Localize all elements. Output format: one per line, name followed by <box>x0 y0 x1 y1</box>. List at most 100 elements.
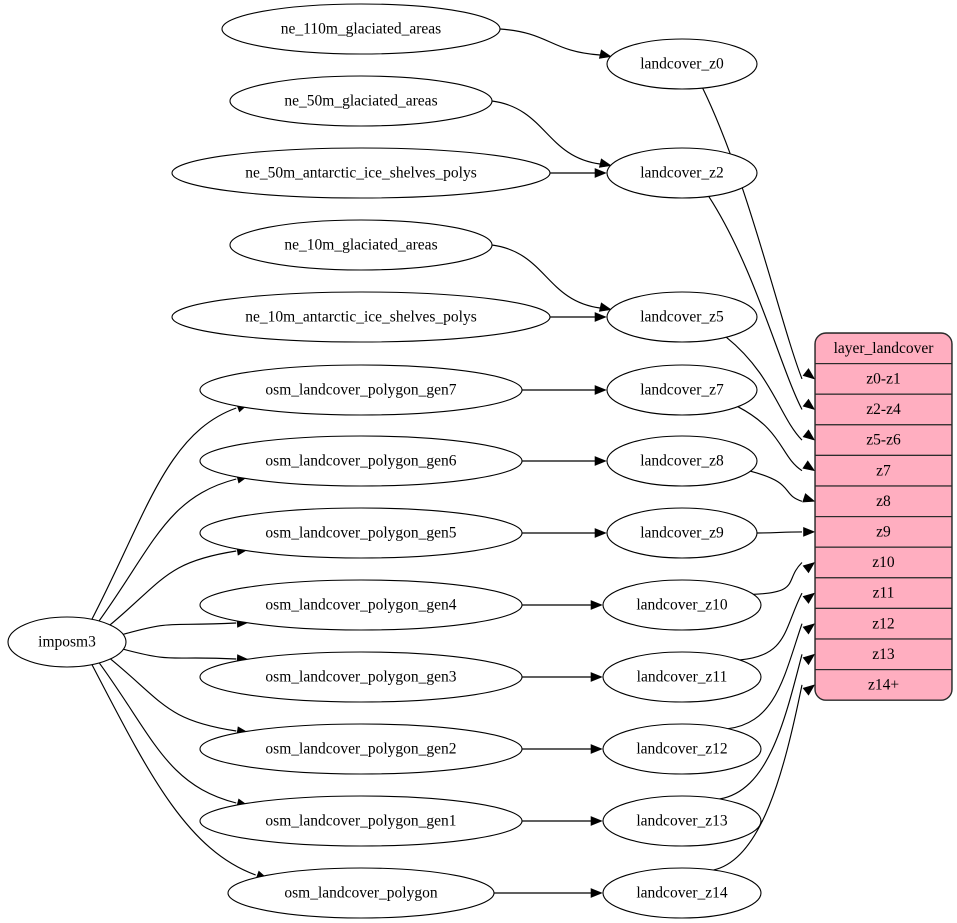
node-ellipse-landcover_z7 <box>606 364 758 416</box>
table-row[interactable]: z8 <box>815 485 952 518</box>
table-row[interactable]: z2-z4 <box>815 393 952 426</box>
table-row[interactable]: z11 <box>815 577 952 609</box>
node-osm_landcover_polygon_gen7[interactable]: osm_landcover_polygon_gen7 <box>199 364 523 416</box>
edge-imposm3-to-osm_landcover_polygon_gen2 <box>108 657 237 732</box>
node-ellipse-ne_10m_antarctic_ice_shelves_polys <box>171 291 551 343</box>
node-label-osm_landcover_polygon_gen7: osm_landcover_polygon_gen7 <box>265 382 456 399</box>
node-osm_landcover_polygon_gen5[interactable]: osm_landcover_polygon_gen5 <box>199 507 523 559</box>
node-ellipse-landcover_z12 <box>602 723 762 775</box>
edge-imposm3-to-osm_landcover_polygon_gen7 <box>90 407 237 621</box>
node-ne_10m_glaciated_areas[interactable]: ne_10m_glaciated_areas <box>229 219 493 271</box>
table-row[interactable]: z9 <box>815 515 952 548</box>
node-label-ne_10m_glaciated_areas: ne_10m_glaciated_areas <box>284 237 437 254</box>
edge-imposm3-to-osm_landcover_polygon <box>90 663 256 876</box>
node-ne_50m_glaciated_areas[interactable]: ne_50m_glaciated_areas <box>229 75 493 127</box>
edge-imposm3-to-osm_landcover_polygon_gen6 <box>97 478 237 623</box>
arrowhead-row-1 <box>802 398 816 410</box>
table-row[interactable]: z13 <box>815 638 952 671</box>
node-label-landcover_z10: landcover_z10 <box>636 597 727 614</box>
arrowhead-row-5 <box>803 527 816 537</box>
arrowhead-row-8 <box>802 623 816 635</box>
node-osm_landcover_polygon[interactable]: osm_landcover_polygon <box>227 867 495 919</box>
node-landcover_z11[interactable]: landcover_z11 <box>602 651 762 703</box>
arrowhead-row-4 <box>802 493 816 503</box>
table-row-label-z13: z13 <box>872 646 895 663</box>
node-imposm3[interactable]: imposm3 <box>7 616 127 668</box>
node-label-landcover_z0: landcover_z0 <box>640 56 724 73</box>
node-ellipse-ne_10m_glaciated_areas <box>229 219 493 271</box>
table-row[interactable]: z5-z6 <box>815 424 952 456</box>
node-ellipse-landcover_z2 <box>606 147 758 199</box>
node-landcover_z9[interactable]: landcover_z9 <box>606 507 758 559</box>
edge-landcover_z14-to-row-10 <box>713 684 803 871</box>
node-label-landcover_z11: landcover_z11 <box>637 669 728 686</box>
arrowhead-row-9 <box>802 653 816 666</box>
arrowhead-landcover_z7 <box>594 385 607 395</box>
arrowhead-row-0 <box>802 368 816 380</box>
node-landcover_z10[interactable]: landcover_z10 <box>602 579 762 631</box>
edge-landcover_z12-to-row-8 <box>728 623 803 730</box>
node-ne_110m_glaciated_areas[interactable]: ne_110m_glaciated_areas <box>221 3 501 55</box>
edge-landcover_z5-to-row-2 <box>725 336 803 441</box>
node-osm_landcover_polygon_gen3[interactable]: osm_landcover_polygon_gen3 <box>199 651 523 703</box>
node-osm_landcover_polygon_gen4[interactable]: osm_landcover_polygon_gen4 <box>199 579 523 631</box>
table-row-rect-z2-z4 <box>815 393 952 426</box>
table-row-label-z11: z11 <box>873 585 895 602</box>
table-row[interactable]: z0-z1 <box>815 363 952 395</box>
edges-layer <box>90 28 816 898</box>
arrowhead-landcover_z13 <box>590 816 603 826</box>
node-landcover_z5[interactable]: landcover_z5 <box>606 291 758 343</box>
node-ellipse-landcover_z5 <box>606 291 758 343</box>
edge-landcover_z2-to-row-1 <box>708 196 803 410</box>
node-label-ne_10m_antarctic_ice_shelves_polys: ne_10m_antarctic_ice_shelves_polys <box>245 309 477 326</box>
node-landcover_z8[interactable]: landcover_z8 <box>606 435 758 487</box>
edge-ne_110m_glaciated_areas-to-landcover_z0 <box>499 28 601 56</box>
node-ne_10m_antarctic_ice_shelves_polys[interactable]: ne_10m_antarctic_ice_shelves_polys <box>171 291 551 343</box>
node-ellipse-osm_landcover_polygon_gen4 <box>199 579 523 631</box>
table-row-label-z10: z10 <box>872 554 895 571</box>
node-ne_50m_antarctic_ice_shelves_polys[interactable]: ne_50m_antarctic_ice_shelves_polys <box>171 147 551 199</box>
table-row-rect-z0-z1 <box>815 363 952 395</box>
node-label-landcover_z7: landcover_z7 <box>640 382 724 399</box>
node-landcover_z0[interactable]: landcover_z0 <box>606 38 758 90</box>
arrowhead-landcover_z8 <box>594 456 607 466</box>
node-ellipse-landcover_z8 <box>606 435 758 487</box>
table-row[interactable]: z12 <box>815 607 952 640</box>
edge-landcover_z13-to-row-9 <box>719 654 803 800</box>
table-header-label: layer_landcover <box>834 340 935 357</box>
table-row[interactable]: z7 <box>815 454 952 487</box>
node-ellipse-osm_landcover_polygon_gen1 <box>199 795 523 847</box>
node-label-landcover_z9: landcover_z9 <box>640 525 724 542</box>
node-label-osm_landcover_polygon: osm_landcover_polygon <box>284 885 438 902</box>
node-label-osm_landcover_polygon_gen3: osm_landcover_polygon_gen3 <box>265 669 456 686</box>
table-row[interactable]: z10 <box>815 546 952 579</box>
node-osm_landcover_polygon_gen1[interactable]: osm_landcover_polygon_gen1 <box>199 795 523 847</box>
node-ellipse-landcover_z0 <box>606 38 758 90</box>
table-header-cell[interactable]: layer_landcover <box>815 333 952 365</box>
arrowhead-landcover_z9 <box>594 528 607 538</box>
node-landcover_z2[interactable]: landcover_z2 <box>606 147 758 199</box>
node-ellipse-ne_50m_antarctic_ice_shelves_polys <box>171 147 551 199</box>
node-landcover_z12[interactable]: landcover_z12 <box>602 723 762 775</box>
node-label-ne_50m_antarctic_ice_shelves_polys: ne_50m_antarctic_ice_shelves_polys <box>245 165 477 182</box>
node-osm_landcover_polygon_gen6[interactable]: osm_landcover_polygon_gen6 <box>199 435 523 487</box>
node-label-landcover_z12: landcover_z12 <box>636 741 727 758</box>
node-osm_landcover_polygon_gen2[interactable]: osm_landcover_polygon_gen2 <box>199 723 523 775</box>
arrowhead-row-7 <box>802 592 816 604</box>
node-landcover_z7[interactable]: landcover_z7 <box>606 364 758 416</box>
table-row-label-z12: z12 <box>872 615 894 632</box>
edge-landcover_z9-to-row-5 <box>756 531 803 534</box>
edge-ne_50m_glaciated_areas-to-landcover_z2 <box>491 100 601 165</box>
node-ellipse-landcover_z9 <box>606 507 758 559</box>
node-label-landcover_z2: landcover_z2 <box>640 165 724 182</box>
node-ellipse-osm_landcover_polygon_gen6 <box>199 435 523 487</box>
node-landcover_z13[interactable]: landcover_z13 <box>602 795 762 847</box>
arrowhead-landcover_z0 <box>598 49 612 59</box>
edge-landcover_z8-to-row-4 <box>750 470 803 502</box>
table-row[interactable]: z14+ <box>815 668 952 701</box>
arrowhead-landcover_z5 <box>598 302 612 312</box>
node-landcover_z14[interactable]: landcover_z14 <box>602 867 762 919</box>
